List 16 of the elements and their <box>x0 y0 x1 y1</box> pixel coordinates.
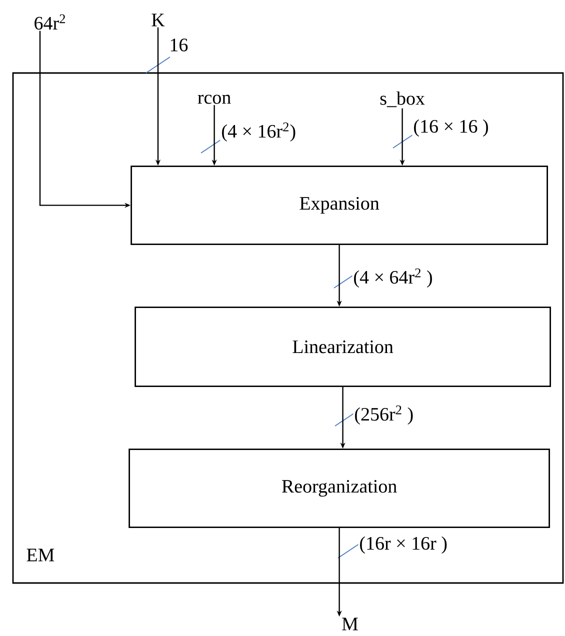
signal-label: K <box>152 14 165 26</box>
signal-label: s_box <box>380 92 425 108</box>
edge-label: (4 × 16r$^{2}$) <box>222 122 296 142</box>
process-box: Linearization <box>134 306 551 387</box>
module-label: EM <box>26 548 54 562</box>
edge-label: (4 × 64r$^{2}$ ) <box>354 268 432 288</box>
edge-label: 16 <box>170 38 188 52</box>
signal-label: M <box>342 618 358 630</box>
process-box: Reorganization <box>128 448 550 528</box>
signal-label: 64r$^{2}$ <box>34 14 65 30</box>
edge-label: (256r$^{2}$ ) <box>355 405 413 425</box>
edge-label: (16r × 16r ) <box>360 536 447 554</box>
process-box: Expansion <box>130 166 548 245</box>
signal-label: rcon <box>198 94 231 104</box>
module-frame <box>12 72 564 584</box>
edge-label: (16 × 16 ) <box>414 119 488 137</box>
